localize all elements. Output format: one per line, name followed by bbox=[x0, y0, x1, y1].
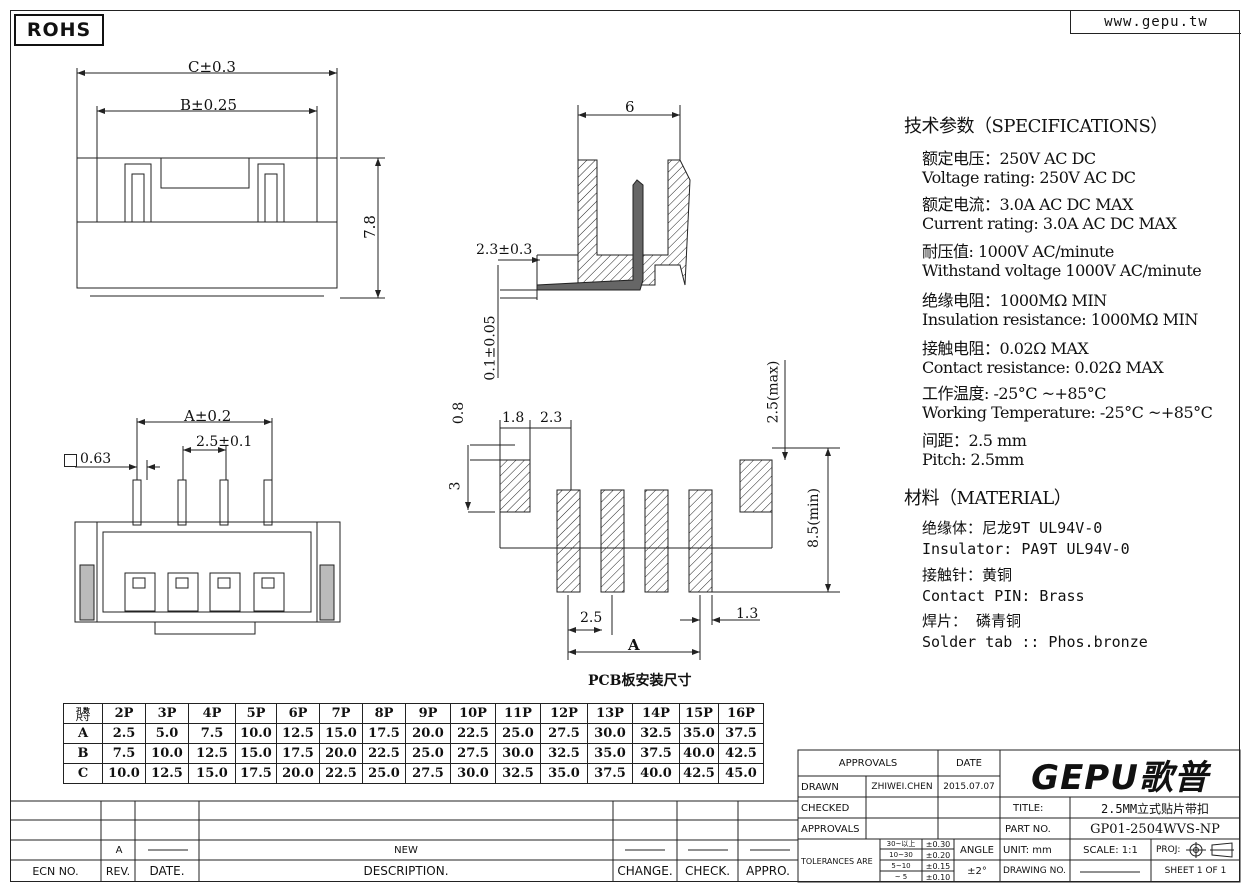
rev-description: NEW bbox=[394, 844, 418, 856]
dim-2-5: 2.5 bbox=[580, 610, 603, 626]
tb-drawn: DRAWN bbox=[801, 781, 839, 793]
dim-a-label: A bbox=[628, 636, 640, 654]
dim-b: B±0.25 bbox=[180, 96, 237, 114]
tb-scale: SCALE: 1:1 bbox=[1083, 844, 1138, 856]
material-title: 材料（MATERIAL） bbox=[904, 488, 1072, 509]
material-line: Solder tab :: Phos.bronze bbox=[922, 633, 1148, 651]
rohs-badge: ROHS bbox=[14, 14, 104, 46]
tb-drawing-no: DRAWING NO. bbox=[1003, 866, 1066, 876]
pin-count-table: 孔数尺寸 2P 3P 4P 5P 6P 7P 8P 9P 10P 11P 12P… bbox=[63, 703, 764, 784]
spec-line: 间距：2.5 mm bbox=[922, 431, 1027, 450]
tb-angle-value: ±2° bbox=[967, 865, 987, 877]
hdr-appro: APPRO. bbox=[746, 864, 790, 878]
tb-drawn-by: ZHIWEI.CHEN bbox=[871, 782, 933, 792]
spec-line: Contact resistance: 0.02Ω MAX bbox=[922, 358, 1164, 377]
spec-line: Voltage rating: 250V AC DC bbox=[922, 168, 1136, 187]
spec-line: 耐压值: 1000V AC/minute bbox=[922, 242, 1114, 261]
dim-c: C±0.3 bbox=[188, 58, 236, 76]
dim-1-8: 1.8 bbox=[502, 410, 525, 426]
material-line: 接触针：黄铜 bbox=[922, 566, 1013, 584]
hdr-change: CHANGE. bbox=[617, 864, 673, 878]
hdr-check: CHECK. bbox=[684, 864, 731, 878]
spec-line: 额定电压：250V AC DC bbox=[922, 149, 1096, 168]
tb-sheet: SHEET 1 OF 1 bbox=[1164, 866, 1227, 876]
dim-1-3: 1.3 bbox=[736, 606, 759, 622]
rev-value: A bbox=[115, 844, 123, 856]
dim-pitch: 2.5±0.1 bbox=[196, 434, 253, 450]
spec-line: Pitch: 2.5mm bbox=[922, 450, 1024, 469]
spec-line: Withstand voltage 1000V AC/minute bbox=[922, 261, 1202, 280]
material-line: Insulator: PA9T UL94V-0 bbox=[922, 540, 1130, 558]
col-header: 5P bbox=[235, 703, 277, 724]
tb-tolerances: TOLERANCES ARE bbox=[801, 856, 873, 866]
hdr-description: DESCRIPTION. bbox=[363, 864, 449, 878]
tb-proj: PROJ: bbox=[1156, 845, 1181, 855]
projection-symbol-icon bbox=[1186, 842, 1234, 858]
spec-line: Working Temperature: -25°C ~+85°C bbox=[922, 403, 1213, 422]
spec-line: Insulation resistance: 1000MΩ MIN bbox=[922, 310, 1198, 329]
front-view bbox=[76, 68, 385, 299]
dim-2-3: 2.3±0.3 bbox=[476, 242, 533, 258]
dim-width-6: 6 bbox=[625, 98, 635, 116]
col-header: 8P bbox=[362, 703, 406, 724]
drawing-frame bbox=[10, 10, 1240, 882]
dim-0-63: 0.63 bbox=[80, 451, 112, 467]
spec-line: Current rating: 3.0A AC DC MAX bbox=[922, 214, 1177, 233]
tb-angle: ANGLE bbox=[960, 844, 994, 856]
col-header: 6P bbox=[276, 703, 320, 724]
gepu-logo: GEPU歌普 bbox=[1031, 757, 1209, 798]
col-header: 12P bbox=[540, 703, 588, 724]
pcb-layout bbox=[465, 360, 840, 660]
tb-unit: UNIT: mm bbox=[1003, 844, 1052, 856]
side-view bbox=[497, 105, 691, 378]
dim-a: A±0.2 bbox=[184, 407, 232, 425]
hdr-rev: REV. bbox=[105, 864, 131, 878]
square-symbol bbox=[64, 454, 77, 467]
tb-approvals: APPROVALS bbox=[838, 757, 898, 769]
material-line: Contact PIN: Brass bbox=[922, 587, 1085, 605]
tb-approvals2: APPROVALS bbox=[801, 823, 860, 835]
spec-line: 工作温度: -25°C ~+85°C bbox=[922, 384, 1107, 403]
hdr-ecn: ECN NO. bbox=[32, 864, 79, 878]
spec-line: 接触电阻：0.02Ω MAX bbox=[922, 339, 1089, 358]
spec-line: 绝缘电阻：1000MΩ MIN bbox=[922, 291, 1107, 310]
bottom-view bbox=[74, 418, 341, 635]
tb-date: DATE bbox=[955, 757, 982, 769]
tb-title-value: 2.5MM立式贴片带扣 bbox=[1100, 801, 1210, 816]
tb-title-label: TITLE: bbox=[1013, 802, 1044, 814]
material-line: 焊片： 磷青铜 bbox=[922, 612, 1022, 630]
col-header: 14P bbox=[632, 703, 680, 724]
dim-2-3b: 2.3 bbox=[540, 410, 563, 426]
material-line: 绝缘体：尼龙9T UL94V-0 bbox=[922, 519, 1103, 537]
website-label: www.gepu.tw bbox=[1070, 11, 1241, 34]
hdr-date: DATE. bbox=[149, 864, 185, 878]
spec-line: 额定电流：3.0A AC DC MAX bbox=[922, 195, 1133, 214]
col-header: 3P bbox=[145, 703, 189, 724]
tb-part-label: PART NO. bbox=[1005, 823, 1051, 835]
col-header: 13P bbox=[587, 703, 633, 724]
tb-drawn-date: 2015.07.07 bbox=[943, 782, 995, 792]
spec-title: 技术参数（SPECIFICATIONS） bbox=[904, 116, 1168, 137]
pcb-caption: PCB板安装尺寸 bbox=[588, 673, 692, 689]
tb-part-value: GP01-2504WVS-NP bbox=[1090, 821, 1220, 837]
tb-checked: CHECKED bbox=[801, 802, 850, 814]
